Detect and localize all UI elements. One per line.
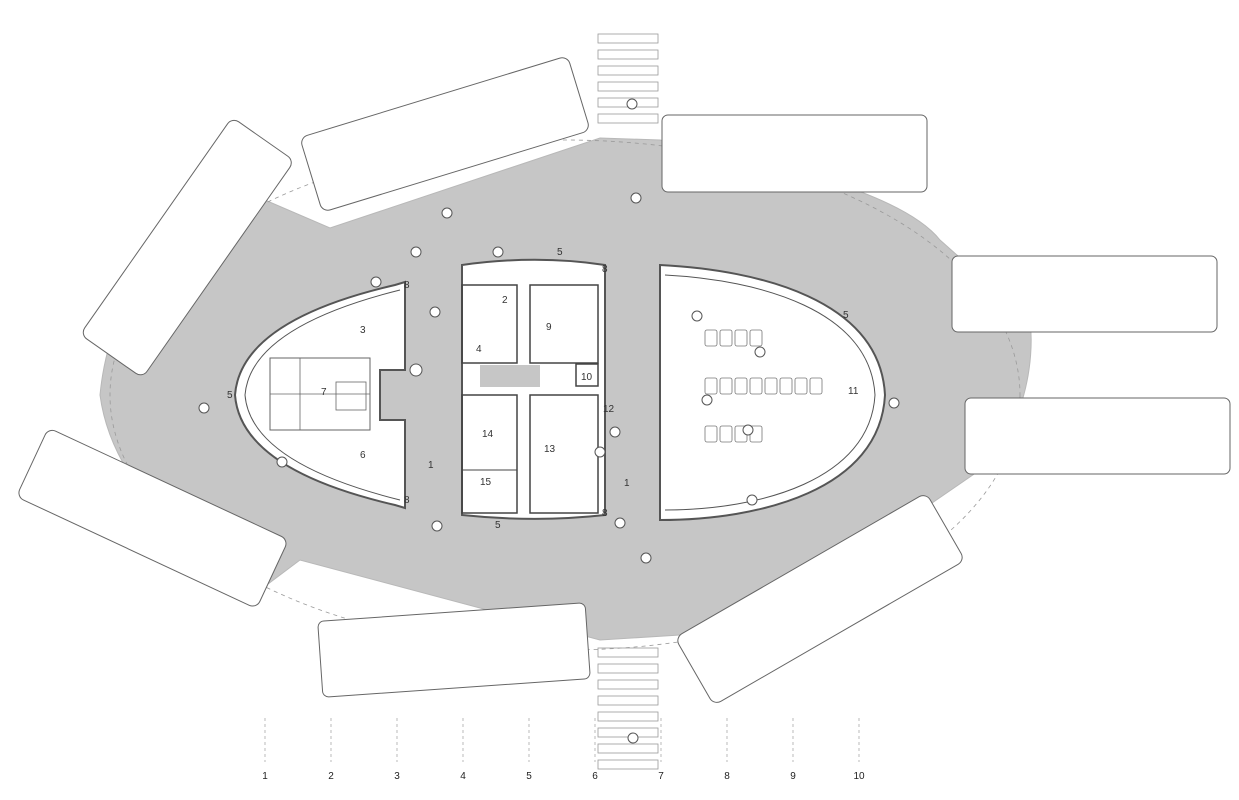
room-label-4: 4 <box>476 344 482 355</box>
bus-bay-7 <box>18 429 287 607</box>
bus-bay-5 <box>677 495 963 703</box>
axis-label-8: 8 <box>724 771 730 782</box>
room-label-2: 2 <box>502 295 508 306</box>
bus-bay-1 <box>301 57 589 211</box>
room-label-14: 14 <box>482 429 494 440</box>
crosswalk-bottom <box>597 647 659 770</box>
bus-bay-4 <box>964 397 1231 475</box>
bus-bay-3 <box>951 255 1218 333</box>
axis-label-6: 6 <box>592 771 598 782</box>
room-label-5b: 5 <box>495 520 501 531</box>
grid-axes <box>264 718 860 762</box>
room-label-8b: 8 <box>602 264 608 275</box>
room-label-11: 11 <box>848 386 859 397</box>
people-figures <box>198 98 900 744</box>
room-label-1b: 1 <box>624 478 630 489</box>
crosswalk-top <box>597 33 659 124</box>
seating-rows <box>704 329 823 443</box>
axis-label-7: 7 <box>658 771 664 782</box>
room-label-1a: 1 <box>428 460 434 471</box>
room-label-15: 15 <box>480 477 492 488</box>
axis-label-3: 3 <box>394 771 400 782</box>
axis-label-10: 10 <box>853 771 865 782</box>
grid-axis-labels: 1 2 3 4 5 6 7 8 9 10 <box>262 771 865 782</box>
axis-label-9: 9 <box>790 771 796 782</box>
axis-label-5: 5 <box>526 771 532 782</box>
bus-bays <box>18 57 1231 703</box>
room-label-6: 6 <box>360 450 366 461</box>
room-label-5d: 5 <box>843 310 849 321</box>
room-label-8c: 8 <box>404 495 410 506</box>
right-pavilion <box>659 263 887 522</box>
axis-label-2: 2 <box>328 771 334 782</box>
room-label-8a: 8 <box>404 280 410 291</box>
bus-bay-2 <box>661 114 928 193</box>
bus-bay-8 <box>82 119 292 376</box>
room-label-12: 12 <box>603 404 615 415</box>
room-label-10: 10 <box>581 372 593 383</box>
room-label-8d: 8 <box>602 508 608 519</box>
room-labels: 1 1 2 3 4 5 5 5 5 6 7 8 8 8 8 9 10 11 12… <box>227 247 859 531</box>
axis-label-4: 4 <box>460 771 466 782</box>
axis-label-1: 1 <box>262 771 268 782</box>
room-label-5c: 5 <box>227 390 233 401</box>
room-label-13: 13 <box>544 444 556 455</box>
room-label-5a: 5 <box>557 247 563 258</box>
room-label-3: 3 <box>360 325 366 336</box>
bus-bay-6 <box>317 602 591 698</box>
room-label-9: 9 <box>546 322 552 333</box>
left-pavilion <box>233 280 406 510</box>
room-label-7: 7 <box>321 387 327 398</box>
